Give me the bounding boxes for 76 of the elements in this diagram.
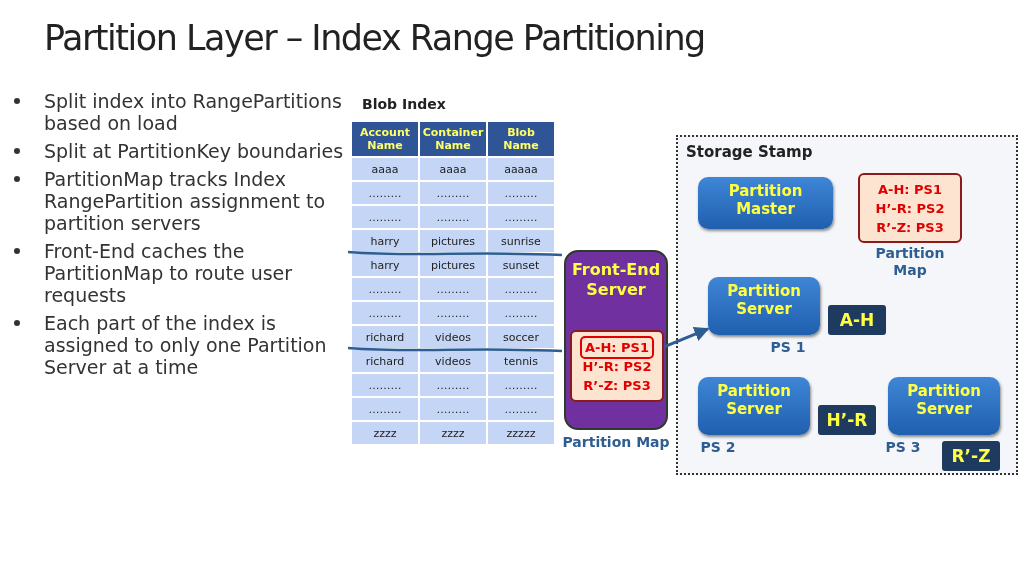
node-label: Partition Map — [874, 245, 946, 279]
map-entry: R’-Z: PS3 — [875, 218, 945, 237]
stamp-container — [676, 135, 1018, 475]
table-cell: ……… — [420, 206, 486, 228]
server-box — [698, 177, 833, 229]
map-entry: H’-R: PS2 — [874, 199, 946, 218]
table-cell: sunset — [488, 254, 554, 276]
table-cell: ……… — [420, 374, 486, 396]
bullet-text: Split at PartitionKey boundaries — [44, 140, 344, 162]
server-box — [888, 377, 1000, 435]
table-cell: zzzz — [352, 422, 418, 444]
slide-title: Partition Layer – Index Range Partitioning — [44, 18, 705, 58]
table-cell: ……… — [420, 398, 486, 420]
table-cell: soccer — [488, 326, 554, 348]
server-box — [698, 377, 810, 435]
bullet-text: Each part of the index is assigned to only one Partition Server at a time — [44, 312, 328, 378]
table-cell: harry — [352, 254, 418, 276]
server-label: Partition Master — [727, 182, 804, 218]
table-cell: ……… — [352, 278, 418, 300]
table-cell: zzzz — [420, 422, 486, 444]
server-label: Partition Server — [726, 282, 802, 318]
table-cell: zzzzz — [488, 422, 554, 444]
table-cell: ……… — [352, 374, 418, 396]
range-label: H’-R — [826, 410, 868, 430]
table-cell: richard — [352, 326, 418, 348]
bullet-text: Front-End caches the PartitionMap to route user requests — [44, 240, 294, 306]
table-cell: ……… — [420, 182, 486, 204]
node-label: PS 3 — [884, 439, 922, 456]
table-cell: harry — [352, 230, 418, 252]
server-label: Partition Server — [906, 382, 982, 418]
range-tag — [828, 305, 886, 335]
table-cell: ……… — [352, 398, 418, 420]
map-scroll — [570, 330, 664, 402]
table-cell: ……… — [352, 182, 418, 204]
table-cell: ……… — [488, 182, 554, 204]
table-cell: videos — [420, 350, 486, 372]
table-cell: aaaa — [352, 158, 418, 180]
table-cell: ……… — [488, 278, 554, 300]
map-entry: H’-R: PS2 — [581, 357, 653, 376]
table-cell: ……… — [420, 302, 486, 324]
bullet-text: Split index into RangePartitions based on load — [44, 90, 343, 134]
table-cell: aaaaa — [488, 158, 554, 180]
table-cell: richard — [352, 350, 418, 372]
table-cell: ……… — [420, 278, 486, 300]
range-label: A-H — [839, 310, 875, 330]
map-entry: A-H: PS1 — [582, 337, 652, 357]
table-cell: ……… — [352, 206, 418, 228]
header-cell: Account Name — [352, 122, 418, 156]
header-cell: Blob Name — [488, 122, 554, 156]
node-label: PS 1 — [769, 339, 807, 356]
table-cell: videos — [420, 326, 486, 348]
node-label: PS 2 — [699, 439, 737, 456]
table-cell: ……… — [488, 398, 554, 420]
node-label: Partition Map — [561, 434, 671, 451]
map-entry: A-H: PS1 — [877, 180, 943, 199]
range-tag — [818, 405, 876, 435]
table-cell: sunrise — [488, 230, 554, 252]
server-label: Partition Server — [716, 382, 792, 418]
table-cell: ……… — [488, 206, 554, 228]
table-cell: pictures — [420, 254, 486, 276]
table-cell: ……… — [352, 302, 418, 324]
range-label: R’-Z — [951, 446, 991, 466]
table-cell: pictures — [420, 230, 486, 252]
map-scroll — [858, 173, 962, 243]
bullet-text: PartitionMap tracks Index RangePartition assignment to partition servers — [44, 168, 327, 234]
frontend-label: Front-End Server — [570, 260, 662, 300]
server-box — [708, 277, 820, 335]
container-title: Storage Stamp — [686, 143, 813, 161]
header-cell: Container Name — [420, 122, 486, 156]
table-cell: ……… — [488, 302, 554, 324]
table-cell: ……… — [488, 374, 554, 396]
table-cell: tennis — [488, 350, 554, 372]
range-tag — [942, 441, 1000, 471]
table-cell: aaaa — [420, 158, 486, 180]
table-caption: Blob Index — [362, 96, 446, 112]
map-entry: R’-Z: PS3 — [582, 376, 652, 395]
